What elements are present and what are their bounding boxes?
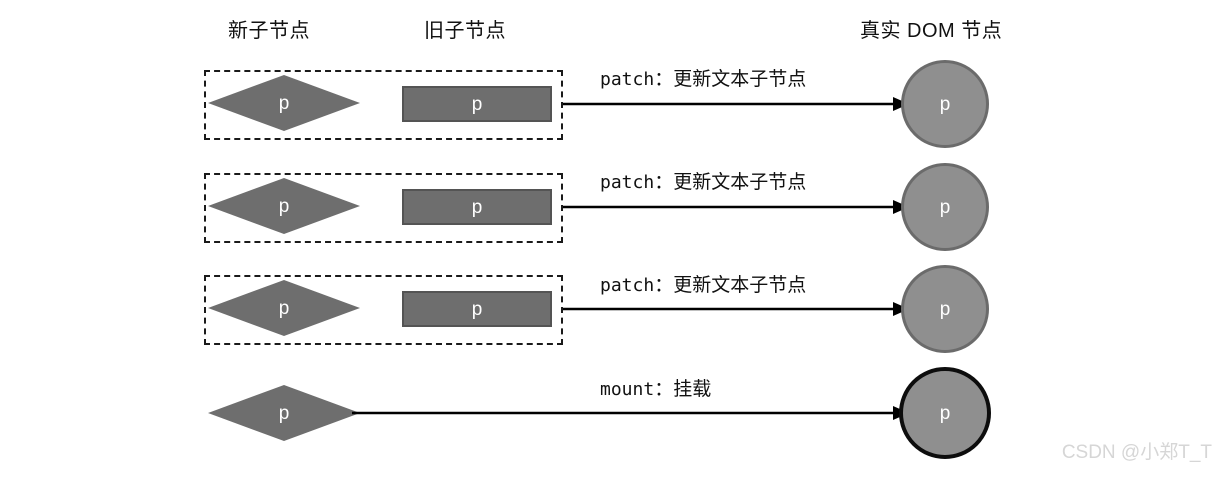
node-label: p [939,298,951,320]
real-dom-node-row-2[interactable]: p [901,163,989,251]
edge-description-row-1: 更新文本子节点 [673,69,807,90]
child-group-box-row-3 [204,275,563,345]
edge-separator-row-1: ： [654,69,674,90]
arrow-row-2 [563,200,909,214]
node-label: p [278,92,290,114]
arrow-row-4 [352,406,909,420]
watermark: CSDN @小郑T_T [1061,442,1212,463]
edge-label-row-2: patch：更新文本子节点 [600,167,806,194]
arrow-row-1 [563,97,909,111]
column-header-old-children: 旧子节点 [424,20,506,42]
real-dom-node-row-1[interactable]: p [901,60,989,148]
child-group-box-row-1 [204,70,563,140]
edge-label-row-3: patch：更新文本子节点 [600,270,806,297]
node-label: p [471,93,483,115]
old-child-node-row-2[interactable]: p [402,189,552,225]
edge-label-row-4: mount：挂载 [600,374,711,401]
old-child-node-row-3[interactable]: p [402,291,552,327]
node-label: p [278,297,290,319]
edge-operation-row-2: patch [600,172,655,193]
edge-description-row-2: 更新文本子节点 [673,172,807,193]
edge-separator-row-4: ： [654,379,674,400]
node-label: p [471,196,483,218]
edge-operation-row-1: patch [600,69,655,90]
new-child-node-row-4[interactable]: p [208,385,360,441]
column-header-new-children: 新子节点 [228,20,310,42]
arrow-row-3 [563,302,909,316]
edge-separator-row-2: ： [654,172,674,193]
node-label: p [939,196,951,218]
edge-description-row-3: 更新文本子节点 [673,275,807,296]
node-label: p [939,402,951,424]
node-label: p [278,195,290,217]
edge-separator-row-3: ： [654,275,674,296]
child-group-box-row-2 [204,173,563,243]
old-child-node-row-1[interactable]: p [402,86,552,122]
node-label: p [278,402,290,424]
node-label: p [471,298,483,320]
edge-operation-row-3: patch [600,275,655,296]
edge-label-row-1: patch：更新文本子节点 [600,64,806,91]
node-label: p [939,93,951,115]
real-dom-node-row-3[interactable]: p [901,265,989,353]
edge-operation-row-4: mount [600,379,655,400]
real-dom-node-row-4[interactable]: p [899,367,991,459]
column-header-real-dom: 真实 DOM 节点 [860,20,1003,42]
edge-description-row-4: 挂载 [673,379,712,400]
